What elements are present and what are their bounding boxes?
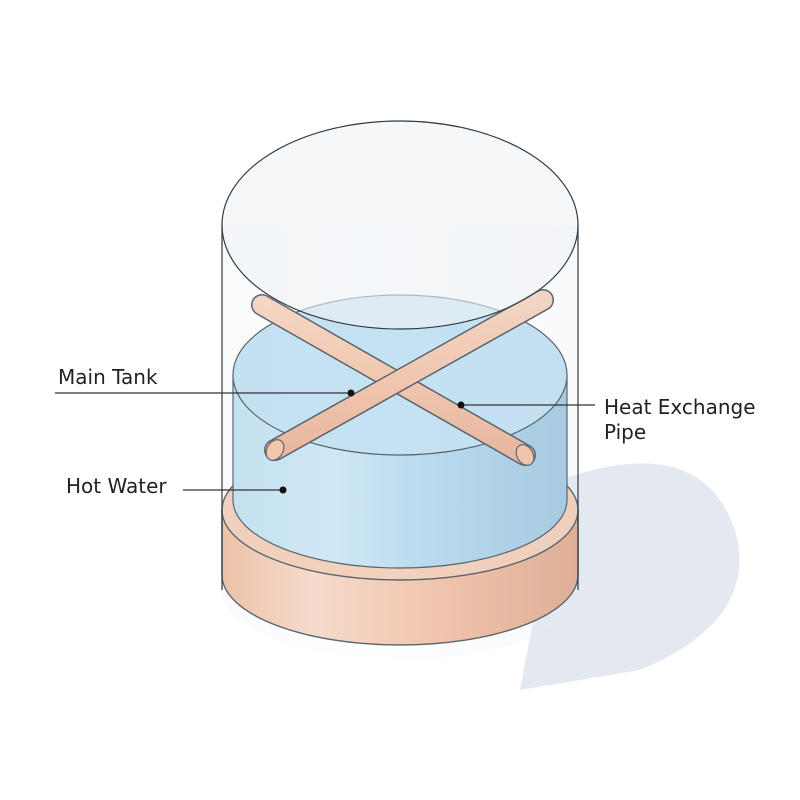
leader-lines	[55, 389, 595, 494]
label-main-tank: Main Tank	[58, 365, 158, 389]
label-heat-exchange-pipe: Heat Exchange Pipe	[604, 395, 756, 445]
label-heat-exchange-line1: Heat Exchange	[604, 395, 756, 419]
label-hot-water: Hot Water	[66, 474, 167, 498]
label-heat-exchange-line2: Pipe	[604, 420, 647, 444]
main-tank-glass	[221, 120, 579, 660]
